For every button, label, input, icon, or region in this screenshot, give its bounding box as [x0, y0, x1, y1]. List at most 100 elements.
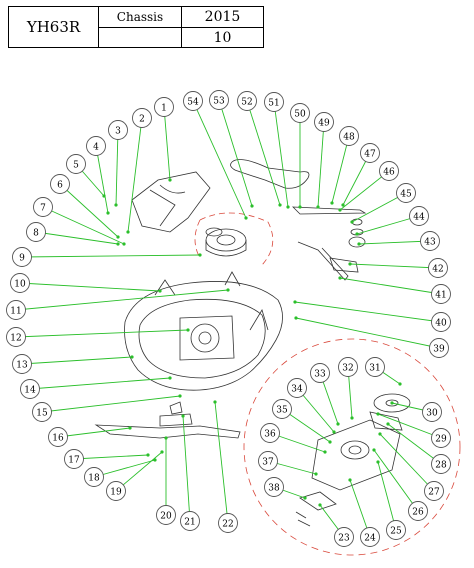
leader-dot-45 [350, 220, 354, 224]
leader-line-44 [356, 215, 420, 235]
leader-line-8 [35, 231, 119, 245]
callout-20: 20 [156, 505, 176, 525]
callout-number-27: 27 [428, 487, 440, 497]
callout-2: 2 [132, 108, 152, 128]
callout-number-38: 38 [268, 483, 280, 493]
callout-number-32: 32 [342, 363, 353, 373]
chassis-label: Chassis [116, 10, 164, 24]
callout-number-20: 20 [160, 511, 172, 521]
callout-25: 25 [386, 520, 406, 540]
callout-24: 24 [360, 527, 380, 547]
callout-number-33: 33 [314, 369, 326, 379]
leader-dot-26 [372, 448, 376, 452]
leader-line-28 [387, 423, 442, 465]
callout-number-54: 54 [187, 97, 199, 107]
leader-dot-49 [316, 205, 320, 209]
callout-34: 34 [287, 378, 307, 398]
leader-dot-44 [355, 232, 359, 236]
leader-line-25 [377, 461, 397, 531]
leader-dot-53 [250, 204, 254, 208]
leader-line-29 [377, 413, 442, 439]
callout-number-6: 6 [57, 180, 63, 190]
leader-line-9 [21, 254, 201, 258]
callout-41: 41 [431, 284, 451, 304]
callout-number-18: 18 [88, 473, 100, 483]
leader-dot-11 [226, 288, 230, 292]
callout-number-43: 43 [424, 237, 436, 247]
leader-line-51 [273, 101, 289, 208]
leader-dot-38 [303, 496, 307, 500]
leader-line-26 [373, 449, 419, 512]
leader-dot-7 [122, 242, 126, 246]
leader-dot-42 [348, 262, 352, 266]
leader-dot-43 [357, 242, 361, 246]
leader-dot-24 [348, 478, 352, 482]
leader-dot-39 [294, 316, 298, 320]
callout-18: 18 [84, 467, 104, 487]
callout-number-25: 25 [390, 526, 402, 536]
callout-number-5: 5 [73, 160, 79, 170]
leader-dot-34 [332, 430, 336, 434]
leader-dot-47 [341, 203, 345, 207]
leader-dot-4 [106, 211, 110, 215]
callout-8: 8 [26, 222, 46, 242]
callout-44: 44 [409, 206, 429, 226]
leader-dot-15 [178, 394, 182, 398]
leader-line-11 [15, 289, 229, 311]
drive-belt [230, 159, 310, 189]
callout-14: 14 [20, 379, 40, 399]
leader-dot-25 [376, 460, 380, 464]
callout-number-36: 36 [264, 429, 276, 439]
callout-number-26: 26 [412, 507, 424, 517]
leader-line-49 [317, 121, 325, 208]
leader-line-45 [351, 192, 407, 223]
leader-line-40 [294, 301, 442, 323]
leader-dot-10 [158, 289, 162, 293]
callout-number-13: 13 [16, 360, 28, 370]
leader-dot-20 [164, 436, 168, 440]
callout-37: 37 [258, 451, 278, 471]
leader-line-22 [214, 401, 229, 524]
leader-dot-14 [168, 376, 172, 380]
detail-circle-upper [199, 212, 274, 266]
callout-number-51: 51 [268, 98, 279, 108]
control-rod [291, 206, 367, 215]
leader-line-16 [57, 427, 131, 438]
leader-dot-30 [390, 401, 394, 405]
lower-pulley [373, 393, 411, 413]
leader-dot-52 [278, 203, 282, 207]
callout-number-46: 46 [383, 167, 395, 177]
callout-number-30: 30 [426, 408, 438, 418]
callout-13: 13 [12, 354, 32, 374]
callout-number-53: 53 [213, 96, 225, 106]
leader-dot-1 [168, 178, 172, 182]
leader-line-12 [15, 329, 189, 338]
callout-number-39: 39 [433, 344, 445, 354]
callout-42: 42 [428, 258, 448, 278]
callout-53: 53 [209, 90, 229, 110]
leader-line-19 [115, 451, 163, 492]
leader-line-52 [246, 100, 281, 206]
leader-line-15 [41, 395, 181, 413]
callout-number-49: 49 [318, 118, 330, 128]
leader-dot-5 [102, 194, 106, 198]
callout-number-3: 3 [115, 126, 121, 136]
callout-47: 47 [360, 143, 380, 163]
callout-7: 7 [33, 197, 53, 217]
leader-dot-17 [146, 453, 150, 457]
callout-number-37: 37 [262, 457, 274, 467]
callout-number-24: 24 [364, 533, 376, 543]
leader-dot-8 [116, 242, 120, 246]
leader-dot-32 [350, 416, 354, 420]
callout-54: 54 [183, 91, 203, 111]
callout-number-16: 16 [52, 433, 64, 443]
callout-50: 50 [290, 103, 310, 123]
callout-number-1: 1 [161, 103, 167, 113]
leader-line-21 [182, 415, 191, 522]
callout-40: 40 [431, 312, 451, 332]
callout-29: 29 [431, 428, 451, 448]
leader-line-2 [127, 117, 143, 233]
callout-number-35: 35 [276, 405, 288, 415]
callout-49: 49 [314, 112, 334, 132]
